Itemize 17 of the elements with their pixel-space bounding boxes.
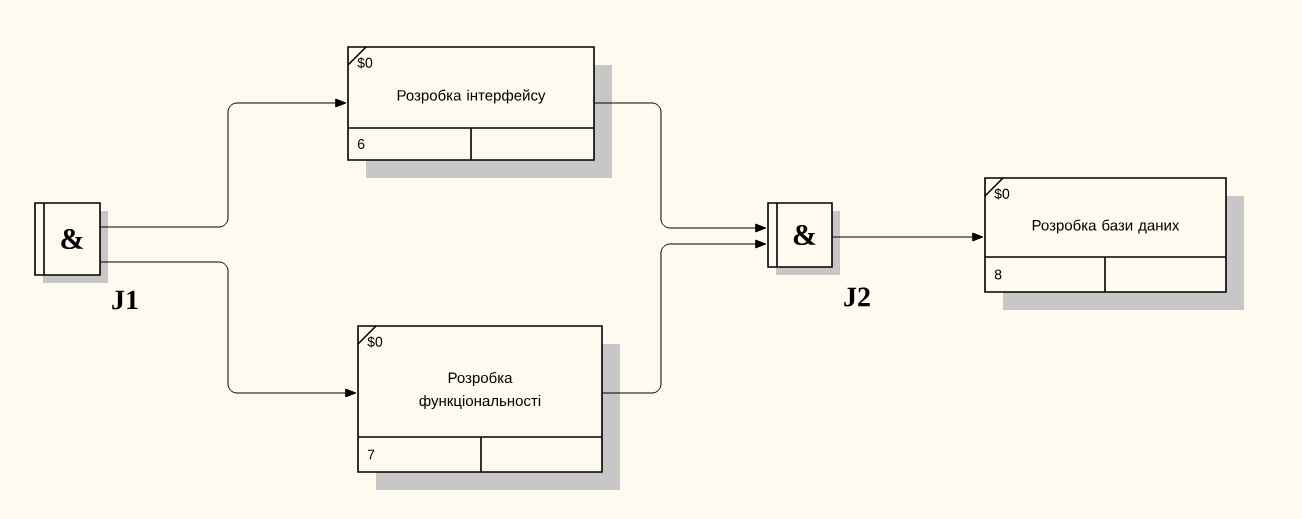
activity-box: $0 Розробка функціональності 7 — [357, 325, 620, 490]
activity-box: $0 Розробка бази даних 8 — [984, 177, 1244, 310]
node-label: $0 — [994, 188, 1010, 200]
node-label: $0 — [367, 336, 383, 348]
junction-box: & — [34, 202, 108, 283]
arrow — [100, 261, 357, 398]
junction-label: J2 — [844, 287, 870, 307]
node-label: 7 — [367, 449, 375, 460]
node-label: $0 — [357, 57, 373, 69]
activity-box: $0 Розробка інтерфейсу 6 — [347, 46, 612, 178]
node-label: 6 — [357, 139, 365, 149]
arrow — [594, 102, 767, 233]
junction-label: J1 — [112, 290, 138, 310]
arrow — [832, 232, 984, 242]
arrow — [602, 239, 767, 394]
arrow — [100, 98, 347, 228]
node-label: 8 — [994, 269, 1002, 280]
